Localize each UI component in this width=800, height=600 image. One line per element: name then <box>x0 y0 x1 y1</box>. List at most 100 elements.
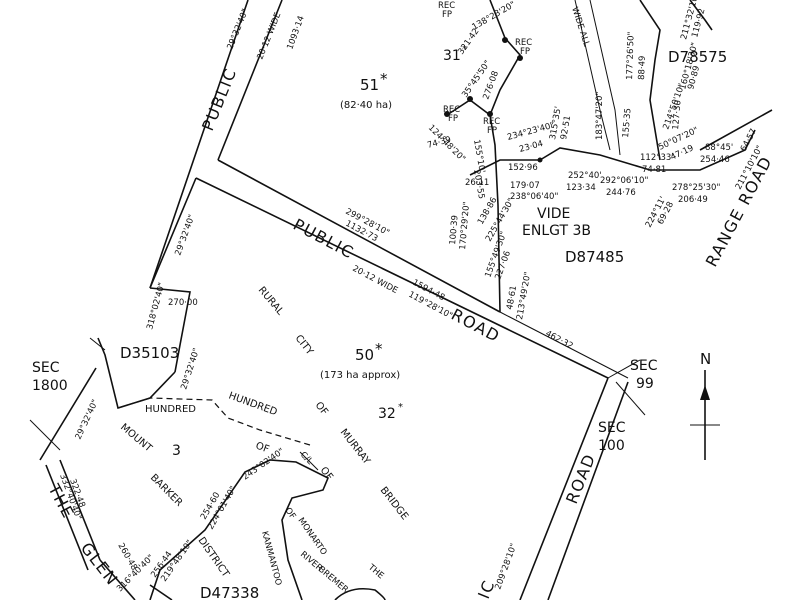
murray-label: MURRAY <box>338 427 373 467</box>
bearing-label: 318°02'40" <box>145 281 167 330</box>
rec-label: REC <box>443 105 460 115</box>
rec-label: REC <box>515 38 532 48</box>
distance-label: 155·35 <box>621 108 634 139</box>
distance-label: 74·81 <box>642 165 666 175</box>
survey-points <box>444 37 543 163</box>
bearing-label: 29°32'40" <box>74 398 101 441</box>
dp-d78575: D78575 <box>668 48 727 66</box>
mount-label: MOUNT <box>118 422 154 455</box>
bearing-label: 177°26'50" <box>625 31 637 80</box>
north-arrow: N <box>690 350 720 460</box>
fp-label: FP <box>487 126 497 136</box>
public-road-east-ext <box>499 311 629 379</box>
dp-d47338: D47338 <box>200 584 259 600</box>
bearing-label: 138°23'20" <box>471 0 518 33</box>
hundred-boundary <box>117 397 311 446</box>
bearing-label: 29°32'40" <box>173 213 197 257</box>
distance-label: 152·96 <box>508 163 538 173</box>
road-width-diag: 20·12 WIDE <box>351 264 400 296</box>
bearing-label: 88°45' <box>705 143 733 153</box>
sec1800-boundary <box>39 367 97 461</box>
bearing-label: 238°06'40" <box>510 192 558 202</box>
survey-point <box>467 96 473 102</box>
survey-annotations: REC FP REC FP REC FP REC FP <box>438 1 532 136</box>
road-width-all: WIDE ALL <box>569 6 591 48</box>
parcel-51-mark: * <box>380 70 388 88</box>
distance-label: 179·07 <box>510 181 540 191</box>
hundred-label-east: HUNDRED <box>227 390 279 418</box>
road-east-line <box>547 381 629 600</box>
bearing-label: 29°32'40" <box>226 7 251 51</box>
bearing-label: 213°49'20" <box>515 271 533 320</box>
of-label-2: OF <box>313 400 330 418</box>
distance-label: 244·76 <box>606 188 636 198</box>
lot50-west-upper <box>149 177 197 289</box>
parcel-50-id: 50 <box>355 346 374 364</box>
distance-label: 92·51 <box>559 115 573 141</box>
parcel-31-id: 31 <box>443 48 461 64</box>
lot50-east-line <box>519 377 609 600</box>
north-label: N <box>700 350 711 368</box>
road-public-nw: PUBLIC <box>198 65 240 133</box>
of-label-4: OF <box>283 506 298 521</box>
survey-point <box>537 157 543 163</box>
parcel-31-mark: * <box>462 44 467 55</box>
wide-all-strip-b <box>589 0 621 156</box>
sec-100-label: SEC <box>598 420 626 436</box>
lot50-west-step <box>149 287 191 373</box>
glen-bottom-line <box>99 559 136 600</box>
bridge-label: BRIDGE <box>378 485 410 522</box>
of-label-1: OF <box>254 440 271 455</box>
parcel-32-mark: * <box>398 402 403 413</box>
river-centreline <box>149 459 330 600</box>
hundred-label-west: HUNDRED <box>145 404 196 415</box>
distance-label: 127·30 <box>671 100 684 131</box>
distance-label: 88·49 <box>637 55 648 80</box>
kanmantoo-label: KANMANTOO <box>259 530 283 587</box>
public-road-west-line <box>149 0 249 289</box>
fp-label: FP <box>520 47 530 57</box>
survey-point <box>487 111 493 117</box>
bearing-label: 292°06'10" <box>600 176 648 186</box>
sec1800-tick <box>29 419 61 451</box>
d78575-north-corner <box>689 0 713 31</box>
d35103-notch <box>89 337 106 351</box>
parcel-51-id: 51 <box>360 76 379 94</box>
distance-label: 26·11 <box>465 178 489 188</box>
district-label: DISTRICT <box>196 535 232 580</box>
bearings: 29°32'40" 1093·14 299°28'10" 1132·73 159… <box>57 0 765 594</box>
bearing-label: 112°33' <box>640 153 674 163</box>
sec-100-number: 100 <box>598 438 625 454</box>
rural-label: RURAL <box>256 285 286 318</box>
road-width-nw: 20·12 WIDE <box>256 11 284 61</box>
cl-tick <box>299 451 319 471</box>
fp-label: FP <box>448 114 458 124</box>
sec-1800-label: SEC <box>32 360 60 376</box>
dp-d87485: D87485 <box>565 248 624 266</box>
range-road-edge <box>699 109 773 151</box>
d78575-west-boundary <box>639 0 661 161</box>
distance-label: 254·46 <box>700 155 730 165</box>
sec99-line <box>607 359 641 379</box>
parcel-32-id: 32 <box>378 406 396 422</box>
sec-99-number: 99 <box>636 376 654 392</box>
river-bend <box>334 587 386 600</box>
d87485-north-boundary <box>469 129 756 176</box>
public-road-east-line <box>217 0 283 161</box>
public-road-diag-south <box>195 177 609 379</box>
rec-label: REC <box>438 1 455 11</box>
bearing-label: 209°28'10" <box>493 542 519 591</box>
of-label-3: OF <box>318 465 335 483</box>
boundary-lines <box>29 0 773 600</box>
parcel-labels: 51 * (82·40 ha) 50 * (173 ha approx) 31 … <box>32 44 727 600</box>
sec-99-label: SEC <box>630 358 658 374</box>
barker-label: BARKER <box>148 472 184 508</box>
public-road-diag-north <box>217 159 501 313</box>
bearing-label: 29°32'40" <box>179 347 202 391</box>
bearing-label: 252°40' <box>568 171 602 181</box>
the-river-label: THE <box>365 562 385 581</box>
sec-1800-number: 1800 <box>32 378 68 394</box>
north-arrow-head <box>700 385 710 400</box>
